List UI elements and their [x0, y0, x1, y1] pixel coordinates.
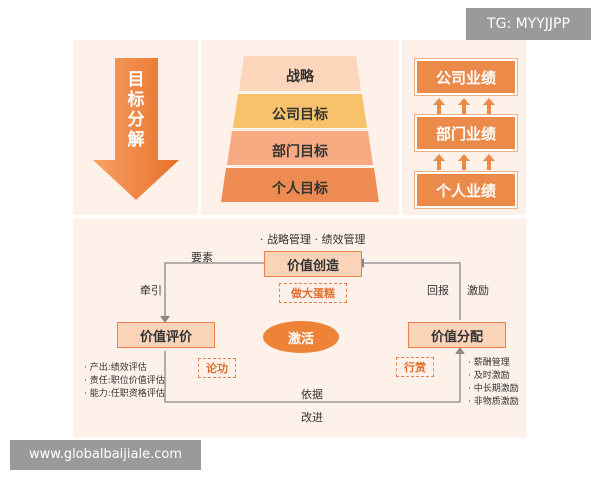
value-evaluation-tag: 论功 [198, 358, 236, 378]
label-yaosu: 要素 [191, 251, 213, 264]
value-distribution-box: 价值分配 [408, 322, 506, 348]
up-arrow-icon [458, 98, 470, 114]
list-item: · 产出:绩效评估 [84, 363, 147, 373]
label-gaijin: 改进 [301, 411, 323, 424]
label-yiju: 依据 [301, 388, 323, 401]
label-qianyin: 牵引 [140, 284, 162, 297]
up-arrow-icon [483, 98, 495, 114]
arrow-label: 目 标 分 解 [116, 70, 156, 150]
up-arrows [433, 98, 495, 170]
pyramid-text-personal: 个人目标 [272, 181, 328, 197]
pyramid-text-department: 部门目标 [272, 144, 328, 160]
pyramid-text-company: 公司目标 [272, 107, 328, 123]
goal-pyramid [221, 56, 379, 202]
list-item: · 能力:任职资格评估 [84, 389, 165, 399]
up-arrow-icon [458, 154, 470, 170]
down-arrow-icon [93, 58, 179, 200]
connector-evaluate-distribute [164, 351, 461, 403]
value-distribution-tag: 行赏 [396, 357, 434, 377]
pyramid-level-personal [221, 168, 379, 202]
arrow-char: 分 [127, 110, 145, 130]
up-arrow-icon [483, 154, 495, 170]
list-item: · 责任:职位价值评估 [84, 376, 165, 386]
personal-performance-box: 个人业绩 [415, 172, 517, 208]
value-creation-tag: 做大蛋糕 [279, 283, 347, 303]
watermark-bottom: www.globalbaijiale.com [10, 440, 201, 470]
up-arrow-icon [433, 154, 445, 170]
connector-distribute-create [362, 262, 461, 320]
arrow-char: 目 [127, 70, 145, 90]
up-arrow-icon [433, 98, 445, 114]
pyramid-level-strategy [239, 56, 361, 91]
pyramid-level-department [227, 131, 373, 165]
label-huibao: 回报 [427, 284, 449, 297]
arrow-char: 标 [127, 90, 145, 110]
pyramid-level-company [233, 94, 367, 128]
value-evaluation-box: 价值评价 [117, 322, 215, 348]
company-performance-box: 公司业绩 [415, 59, 517, 95]
arrow-char: 解 [127, 130, 145, 150]
list-item: · 非物质激励 [468, 397, 519, 407]
evaluation-notes: · 产出:绩效评估 · 责任:职位价值评估 · 能力:任职资格评估 [84, 362, 165, 401]
pyramid-text-strategy: 战略 [286, 69, 314, 85]
list-item: · 中长期激励 [468, 384, 519, 394]
value-creation-box: 价值创造 [264, 251, 362, 277]
arrowhead-icon [455, 347, 465, 354]
arrowhead-icon [160, 316, 170, 323]
top-note: · 战略管理 · 绩效管理 [260, 233, 366, 246]
department-performance-box: 部门业绩 [415, 115, 517, 151]
label-jili: 激励 [467, 284, 489, 297]
activate-label: 激活 [287, 332, 314, 347]
connector-create-evaluate [164, 262, 264, 318]
list-item: · 及时激励 [468, 371, 510, 381]
activate-ellipse [263, 321, 339, 353]
watermark-top: TG: MYYJJPP [466, 8, 591, 40]
list-item: · 薪酬管理 [468, 358, 510, 368]
distribution-notes: · 薪酬管理 · 及时激励 · 中长期激励 · 非物质激励 [468, 357, 519, 409]
